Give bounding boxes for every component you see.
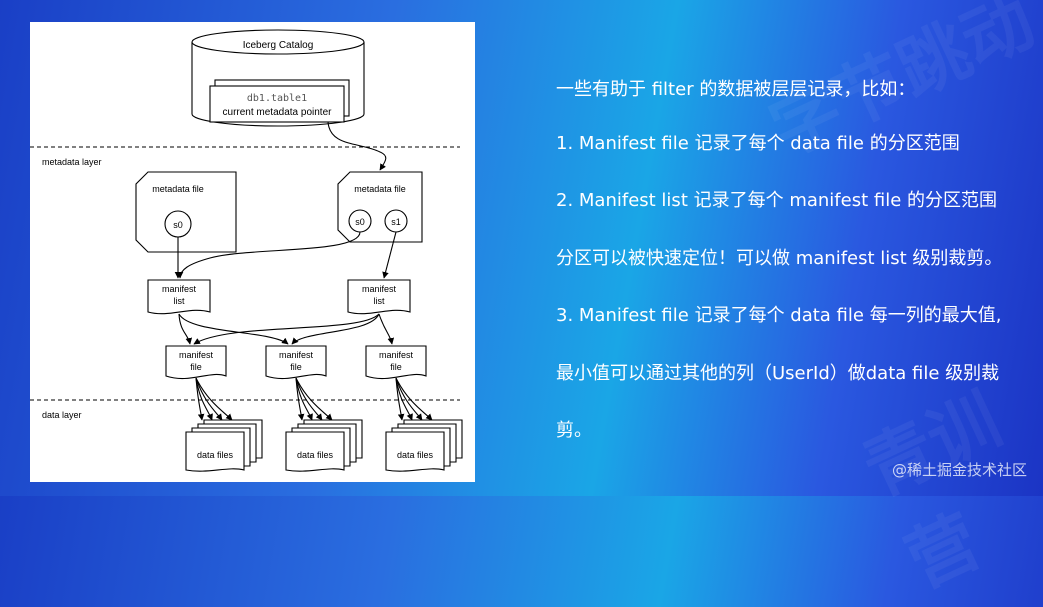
notes-item-3-end: 剪。 [556,420,592,441]
manifest-file-1 [165,345,227,380]
data-files-label-1: data files [197,450,234,460]
snapshot-s0-label: s0 [173,220,183,230]
notes-item-2-continued: 分区可以被快速定位！可以做 manifest list 级别裁剪。 [556,248,1003,269]
data-files-label-2: data files [297,450,334,460]
arrows-to-data-files-1 [195,377,233,421]
manifest-list-2-line2: list [374,296,385,306]
metadata-file-1-label: metadata file [152,184,204,194]
notes-item-3-continued: 最小值可以通过其他的列（UserId）做data file 级别裁 [556,363,1000,384]
snapshot-s1-label: s1 [391,217,401,227]
arrows-to-data-files-3 [395,377,433,421]
arrow-list-to-file [378,313,395,345]
manifest-file-2 [265,345,327,380]
manifest-file-2-line1: manifest [279,350,314,360]
iceberg-architecture-diagram: Iceberg Catalog db1.table1 current metad… [30,22,475,482]
data-files-stack-1 [185,419,263,472]
manifest-list-1 [147,279,211,315]
manifest-list-2 [347,279,411,315]
metadata-file-2-label: metadata file [354,184,406,194]
data-files-stack-2 [285,419,363,472]
catalog-title: Iceberg Catalog [243,40,314,51]
watermark: @稀土掘金技术社区 [891,461,1027,479]
manifest-file-3-line1: manifest [379,350,414,360]
manifest-list-1-line2: list [174,296,185,306]
manifest-list-1-line1: manifest [162,284,197,294]
background-watermark: 青训营 [851,378,1013,604]
notes-item-1: 1. Manifest file 记录了每个 data file 的分区范围 [556,133,960,154]
metadata-file-1 [135,171,237,253]
arrow-list-to-file [193,313,380,345]
arrow-list-to-file [291,313,380,345]
data-layer-label: data layer [42,410,82,420]
arrow-list-to-file [178,313,289,345]
notes-item-2: 2. Manifest list 记录了每个 manifest file 的分区… [556,190,997,211]
arrow-list-to-file [178,313,193,345]
notes-intro: 一些有助于 filter 的数据被层层记录，比如： [556,79,916,100]
catalog-pointer-label: current metadata pointer [223,107,333,118]
manifest-file-1-line2: file [190,362,202,372]
metadata-layer-label: metadata layer [42,157,102,167]
diagram-svg: Iceberg Catalog db1.table1 current metad… [30,29,463,472]
manifest-list-2-line1: manifest [362,284,397,294]
catalog-table-name: db1.table1 [247,93,307,104]
manifest-file-1-line1: manifest [179,350,214,360]
arrow-s1-to-list-2 [382,231,397,279]
snapshot-s0-label: s0 [355,217,365,227]
notes-item-3: 3. Manifest file 记录了每个 data file 每一列的最大值… [556,305,1002,326]
metadata-file-2 [337,171,423,243]
arrow-s0-to-list-1 [176,231,361,279]
manifest-file-3-line2: file [390,362,402,372]
data-files-label-3: data files [397,450,434,460]
data-files-stack-3 [385,419,463,472]
arrows-to-data-files-2 [295,377,333,421]
catalog-pointer-box [209,85,345,123]
manifest-file-3 [365,345,427,380]
manifest-file-2-line2: file [290,362,302,372]
pointer-arrow [327,121,387,171]
